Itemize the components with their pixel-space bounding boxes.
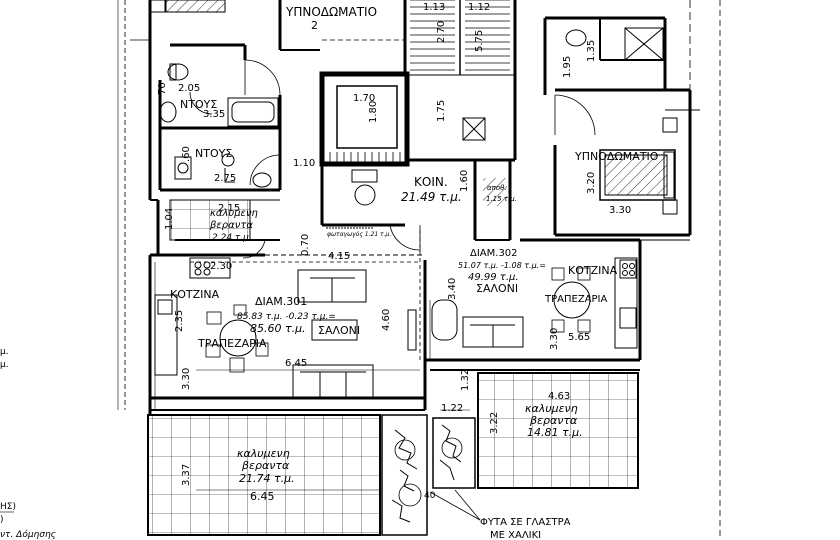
dim-645b: 6.45: [250, 490, 275, 503]
planters: [381, 414, 476, 536]
room-labels: ΥΠΝΟΔΩΜΑΤΙΟ 2 ΝΤΟΥΣ ΝΤΟΥΣ ΚΟΙΝ. 21.49 τ.…: [170, 5, 659, 540]
dim-415: 4.15: [328, 251, 350, 262]
door-swings: [189, 59, 596, 259]
apt302-living: ΣΑΛΟΝΙ: [476, 282, 518, 295]
dim-110: 1.10: [293, 158, 315, 169]
dim-070a: 70: [157, 82, 168, 95]
dim-104: 1.04: [164, 208, 175, 230]
dim-460: 4.60: [381, 309, 392, 331]
dim-645a: 6.45: [285, 358, 307, 369]
margin-line4: ): [0, 515, 4, 525]
fixtures: [149, 0, 678, 398]
dim-337: 3.37: [181, 464, 192, 486]
staircase-lower: [329, 152, 401, 164]
dim-180: 1.80: [368, 101, 379, 123]
small-veranda-label1: καλυμενη: [210, 208, 258, 219]
dim-160: 1.60: [459, 170, 470, 192]
dim-270: 2.70: [436, 21, 447, 43]
dim-135: 1.35: [586, 40, 597, 62]
left-margin-notes: μ. μ. ΗΣ) ) ντ. Δόμησης: [0, 347, 56, 540]
margin-line2: μ.: [0, 360, 9, 370]
dim-113: 1.13: [423, 2, 445, 13]
dim-195: 1.95: [562, 56, 573, 78]
storage-area: 1.15 τ.μ.: [486, 195, 517, 203]
dim-330c: 3.30: [549, 328, 560, 350]
dim-132: 1.32: [460, 369, 471, 391]
dim-060: .60: [181, 146, 192, 162]
margin-line1: μ.: [0, 347, 9, 357]
veranda-right-label2: βεραντα: [529, 414, 578, 427]
apt302-calc: 51.07 τ.μ. -1.08 τ.μ.=: [458, 261, 546, 270]
apt302-dining: ΤΡΑΠΕΖΑΡΙΑ: [544, 294, 607, 305]
dim-463: 4.63: [548, 391, 570, 402]
apt302-title: ΔΙΑΜ.302: [470, 248, 518, 259]
apt301-kitchen: ΚΟΤΖΙΝΑ: [170, 288, 220, 301]
dim-565: 5.65: [568, 332, 590, 343]
veranda-right-label1: καλυμενη: [525, 402, 578, 415]
dimension-labels: 1.13 1.12 2.70 5.75 1.95 1.35 2.05 70 3.…: [157, 2, 631, 503]
dim-215: 2.15: [218, 203, 240, 214]
margin-line3: ΗΣ): [0, 502, 16, 512]
dim-575: 5.75: [474, 30, 485, 52]
veranda-left: [147, 414, 381, 536]
wc-top-label: ΝΤΟΥΣ: [180, 98, 217, 111]
small-veranda-label2: βεραντα: [209, 220, 253, 231]
apt302-kitchen: ΚΟΤΖΙΝΑ: [568, 264, 618, 277]
veranda-left-area: 21.74 τ.μ.: [239, 472, 295, 485]
dim-235: 2.35: [174, 310, 185, 332]
apt301-title: ΔΙΑΜ.301: [255, 295, 307, 308]
dim-340: 3.40: [447, 278, 458, 300]
dim-175: 1.75: [436, 100, 447, 122]
apt301-living: ΣΑΛΟΝΙ: [318, 324, 360, 337]
veranda-left-label1: καλυμενη: [237, 447, 290, 460]
bedroom2-label: ΥΠΝΟΔΩΜΑΤΙΟ: [285, 5, 377, 19]
shaft-label: φωταγωγός 1.21 τ.μ.: [327, 231, 391, 238]
dim-070b: 0.70: [300, 234, 311, 256]
staircase: [410, 0, 510, 75]
plants-note2: ΜΕ ΧΑΛΙΚΙ: [490, 530, 541, 540]
dim-040: 40: [424, 491, 436, 501]
dim-122: 1.22: [441, 403, 463, 414]
veranda-right-area: 14.81 τ.μ.: [527, 426, 583, 439]
dim-335: 3.35: [203, 109, 225, 120]
apt301-calc: 85.83 τ.μ. -0.23 τ.μ.=: [237, 312, 336, 322]
plants-note1: ΦΥΤΑ ΣΕ ΓΛΑΣΤΡΑ: [480, 517, 571, 528]
koin-label: ΚΟΙΝ.: [414, 175, 448, 189]
dim-330b: 3.30: [181, 368, 192, 390]
margin-line5: ντ. Δόμησης: [0, 529, 56, 540]
storage-label: αποθ.: [487, 184, 507, 192]
dim-205: 2.05: [178, 83, 200, 94]
dim-322: 3.22: [489, 412, 500, 434]
koin-area: 21.49 τ.μ.: [401, 190, 462, 204]
small-veranda-area: 2.24 τ.μ.: [212, 233, 252, 243]
dim-230: 2.30: [210, 261, 232, 272]
apt301-dining: ΤΡΑΠΕΖΑΡΙΑ: [197, 337, 267, 350]
bedroom-right-label: ΥΠΝΟΔΩΜΑΤΙΟ: [574, 150, 659, 163]
dim-275: 2.75: [214, 173, 236, 184]
dim-330a: 3.30: [609, 205, 631, 216]
veranda-right: [477, 372, 639, 489]
bedroom2-number: 2: [311, 19, 318, 32]
dim-320: 3.20: [586, 172, 597, 194]
dim-112: 1.12: [468, 2, 490, 13]
dim-170: 1.70: [353, 93, 375, 104]
veranda-left-label2: βεραντα: [241, 459, 290, 472]
walls: [117, 0, 721, 540]
apt302-area: 49.99 τ.μ.: [468, 272, 519, 283]
wc-mid-label: ΝΤΟΥΣ: [195, 147, 232, 160]
apt301-area: 85.60 τ.μ.: [250, 322, 306, 335]
